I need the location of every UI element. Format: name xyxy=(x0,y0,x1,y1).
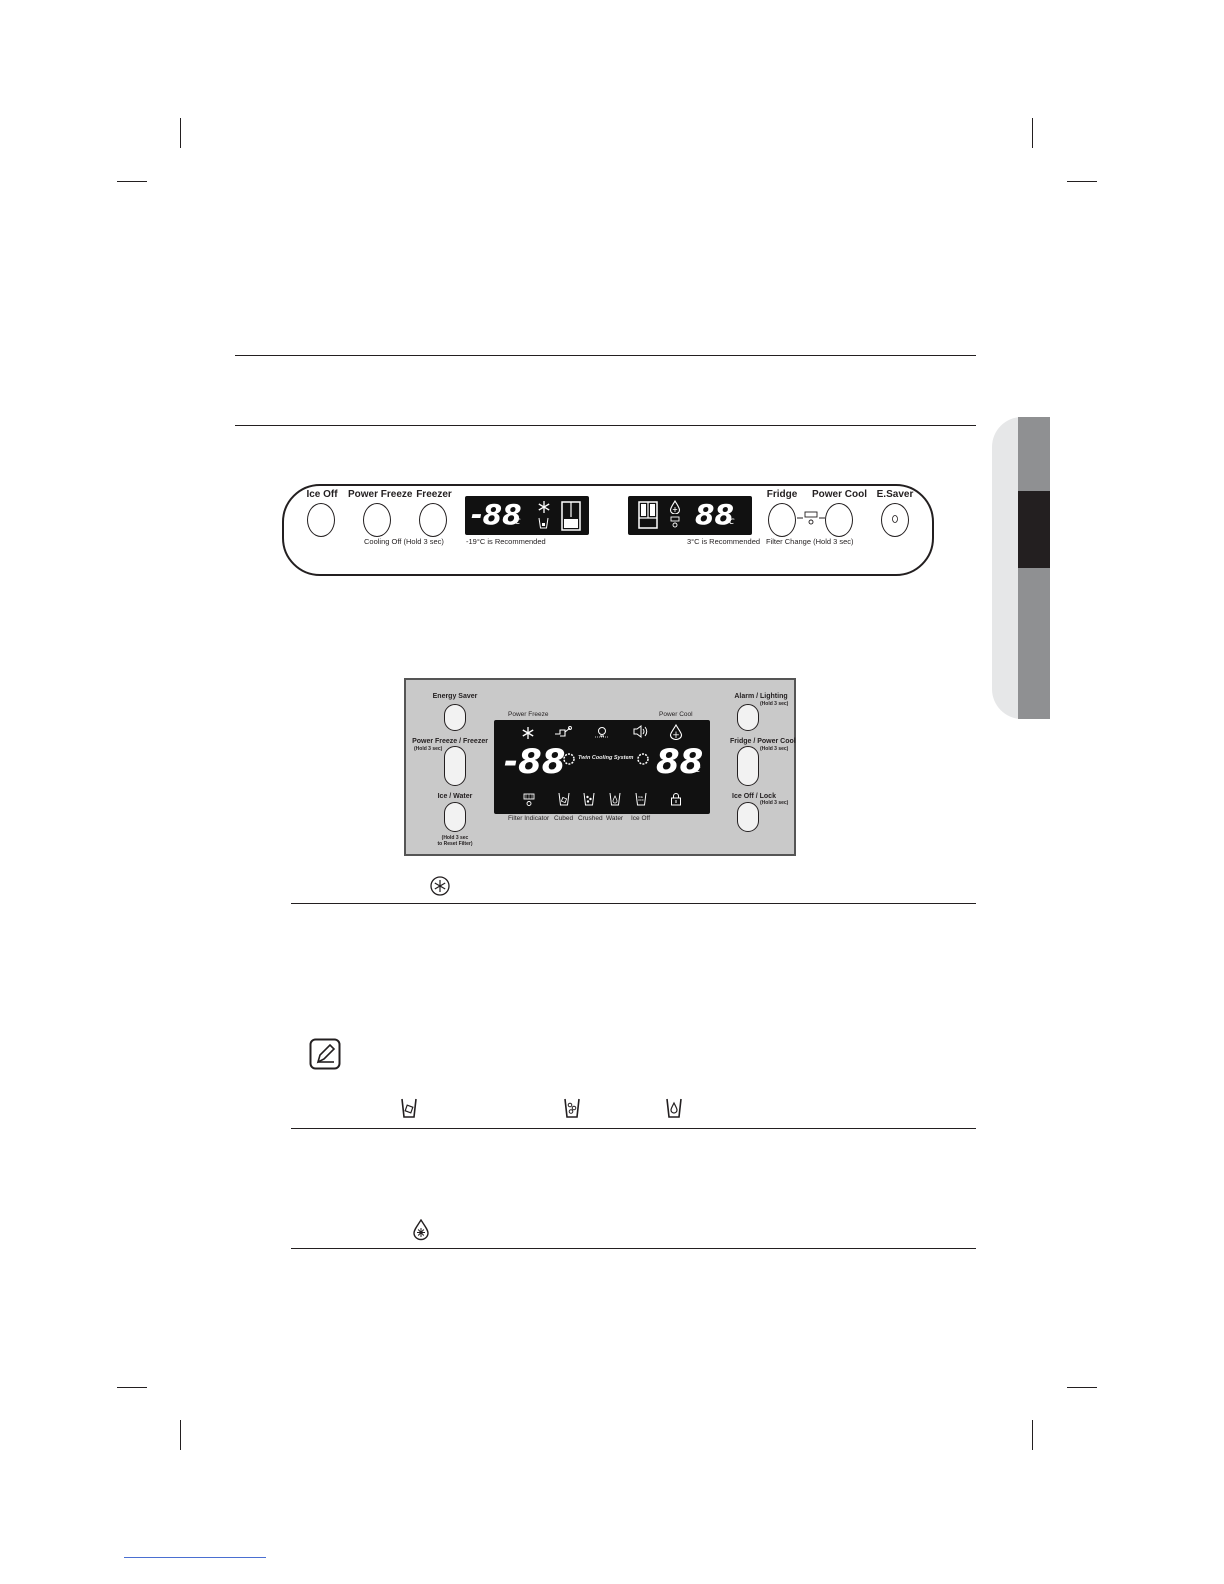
ice-off-lock-button[interactable] xyxy=(737,802,759,832)
crushed-label: Crushed xyxy=(578,815,603,822)
control-panel-type-1 xyxy=(282,484,934,576)
crop-mark-bottom-right-h xyxy=(1067,1387,1097,1388)
e-saver-button[interactable] xyxy=(881,503,909,537)
side-tab-strip-bottom xyxy=(1018,568,1050,719)
energy-saver-button[interactable] xyxy=(444,704,466,731)
side-tab-strip-top xyxy=(1018,417,1050,491)
filter-change-label: Filter Change (Hold 3 sec) xyxy=(766,537,854,546)
fridge-freezer-door-icon xyxy=(561,501,581,531)
cubed-ice-cup-icon xyxy=(401,1098,417,1118)
power-cool-button[interactable] xyxy=(825,503,853,537)
section-rule-3 xyxy=(291,1248,976,1249)
freezer-unit: c xyxy=(515,516,521,527)
fridge-temp-readout: 88 xyxy=(656,742,704,782)
power-cool-drop-icon xyxy=(669,500,681,514)
power-plug-icon xyxy=(555,726,572,737)
power-freeze-snowflake-icon xyxy=(430,876,450,896)
ice-off-icon xyxy=(635,792,647,806)
water-icon xyxy=(609,792,621,806)
ice-off-lock-label: Ice Off / Lock xyxy=(732,793,776,800)
power-freeze-button[interactable] xyxy=(363,503,391,537)
crop-mark-top-left-v xyxy=(180,118,181,148)
fridge-unit: c xyxy=(695,764,701,775)
e-saver-indicator-icon xyxy=(892,515,898,523)
freezer-recommended: -19°C is Recommended xyxy=(466,537,546,546)
freezer-unit: c xyxy=(554,764,560,775)
ice-water-button[interactable] xyxy=(444,802,466,832)
side-tab-active xyxy=(1018,491,1050,568)
snowflake-icon xyxy=(538,501,550,513)
power-freeze-label: Power Freeze xyxy=(348,489,413,500)
fridge-unit: c xyxy=(729,516,735,527)
filter-indicator-icon xyxy=(523,793,535,806)
power-freeze-freezer-label: Power Freeze / Freezer xyxy=(412,738,488,745)
crushed-ice-cup-icon xyxy=(564,1098,580,1118)
water-label: Water xyxy=(606,815,624,822)
bottom-link-underline xyxy=(124,1557,266,1558)
fridge-temp-readout: 88 xyxy=(695,498,734,531)
water-cup-icon xyxy=(666,1098,682,1118)
power-freeze-lcd-label: Power Freeze xyxy=(508,711,549,718)
fridge-display: 88 c xyxy=(628,496,752,535)
crop-mark-bottom-right-v xyxy=(1032,1420,1033,1450)
freezer-temp-readout: -88 xyxy=(471,498,522,531)
speaker-alarm-icon xyxy=(633,725,648,738)
fridge-recommended: 3°C is Recommended xyxy=(687,537,761,546)
freezer-temp-readout: -88 xyxy=(504,742,566,782)
filter-icon xyxy=(670,516,680,528)
cubed-label: Cubed xyxy=(554,815,574,822)
section-rule-1 xyxy=(291,903,976,904)
twin-cooling-left-icon xyxy=(563,753,575,765)
fridge-power-cool-button[interactable] xyxy=(737,746,759,786)
alarm-hold-label: (Hold 3 sec) xyxy=(760,701,789,707)
fridge-button[interactable] xyxy=(768,503,796,537)
power-freeze-hold-label: (Hold 3 sec) xyxy=(414,746,443,752)
fridge-power-cool-label: Fridge / Power Cool xyxy=(730,738,796,745)
power-cool-label: Power Cool xyxy=(812,489,868,500)
section-rule-2 xyxy=(291,1128,976,1129)
crop-mark-bottom-left-v xyxy=(180,1420,181,1450)
freezer-label: Freezer xyxy=(416,489,452,500)
freezer-display: -88 c xyxy=(465,496,589,535)
twin-cooling-right-icon xyxy=(637,753,649,765)
crop-mark-top-left-h xyxy=(117,181,147,182)
french-door-fridge-icon xyxy=(638,501,658,529)
filter-change-connector-icon xyxy=(797,511,825,525)
fridge-label: Fridge xyxy=(766,489,798,500)
filter-indicator-label: Filter Indicator xyxy=(508,815,550,822)
cooling-off-label: Cooling Off (Hold 3 sec) xyxy=(364,537,444,546)
fridge-hold-label: (Hold 3 sec) xyxy=(760,746,789,752)
ice-off-label: Ice Off xyxy=(306,489,338,500)
alarm-lighting-label: Alarm / Lighting xyxy=(734,693,788,700)
power-freeze-freezer-button[interactable] xyxy=(444,746,466,786)
twin-cooling-label: Twin Cooling System xyxy=(578,755,634,761)
header-rule-top xyxy=(235,355,976,356)
power-cool-drop-inline-icon xyxy=(413,1219,429,1241)
power-cool-drop-icon xyxy=(669,724,683,740)
ice-off-label: Ice Off xyxy=(631,815,651,822)
ice-water-hold-label: (Hold 3 sec to Reset Filter) xyxy=(437,835,473,847)
lock-icon xyxy=(671,793,681,806)
energy-saver-label: Energy Saver xyxy=(432,693,478,700)
crop-mark-bottom-left-h xyxy=(117,1387,147,1388)
ice-water-label: Ice / Water xyxy=(437,793,473,800)
crushed-ice-icon xyxy=(583,792,595,806)
ice-off-hold-label: (Hold 3 sec) xyxy=(760,800,789,806)
snowflake-icon xyxy=(522,727,534,739)
alarm-lighting-button[interactable] xyxy=(737,704,759,731)
note-pencil-icon xyxy=(309,1038,341,1070)
ice-cup-icon xyxy=(538,517,549,529)
main-display: -88 c Twin Cooling System 88 c ICE OFF xyxy=(494,720,710,814)
e-saver-label: E.Saver xyxy=(876,489,914,500)
ice-off-icon-text: ICE OFF xyxy=(638,795,644,802)
light-bulb-icon xyxy=(595,727,609,738)
crop-mark-top-right-h xyxy=(1067,181,1097,182)
header-rule-bottom xyxy=(235,425,976,426)
crop-mark-top-right-v xyxy=(1032,118,1033,148)
cubed-ice-icon xyxy=(558,792,570,806)
freezer-button[interactable] xyxy=(419,503,447,537)
ice-off-button[interactable] xyxy=(307,503,335,537)
power-cool-lcd-label: Power Cool xyxy=(659,711,693,718)
